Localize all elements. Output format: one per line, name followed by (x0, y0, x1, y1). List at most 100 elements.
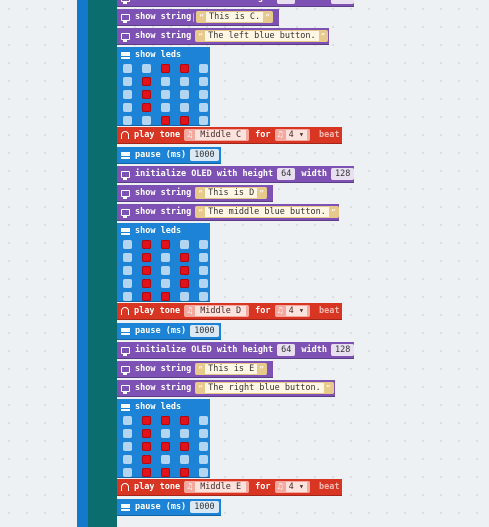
led-cell[interactable] (123, 90, 132, 99)
led-cell[interactable] (123, 116, 132, 125)
led-cell[interactable] (123, 429, 132, 438)
led-cell[interactable] (142, 240, 151, 249)
led-cell[interactable] (142, 455, 151, 464)
led-cell[interactable] (199, 455, 208, 464)
string-input[interactable]: “This is C.” (196, 11, 273, 23)
height-input[interactable]: 64 (277, 344, 296, 356)
led-cell[interactable] (123, 442, 132, 451)
led-cell[interactable] (161, 468, 170, 477)
show-string-block[interactable]: show string“This is D” (117, 185, 273, 202)
pause-input[interactable]: 1000 (190, 325, 219, 337)
pause-input[interactable]: 1000 (190, 501, 219, 513)
led-cell[interactable] (161, 292, 170, 301)
led-cell[interactable] (199, 116, 208, 125)
led-cell[interactable] (180, 77, 189, 86)
led-cell[interactable] (199, 240, 208, 249)
led-cell[interactable] (123, 455, 132, 464)
beat-dropdown[interactable]: ♫4 ▾ (274, 305, 310, 317)
string-input[interactable]: “This is E” (195, 363, 268, 375)
led-cell[interactable] (199, 292, 208, 301)
led-cell[interactable] (123, 416, 132, 425)
led-cell[interactable] (142, 64, 151, 73)
led-cell[interactable] (180, 64, 189, 73)
string-input[interactable]: “The left blue button.” (195, 30, 329, 42)
pause-block[interactable]: pause (ms)1000 (117, 499, 221, 516)
led-cell[interactable] (123, 77, 132, 86)
led-cell[interactable] (142, 77, 151, 86)
string-input[interactable]: “The middle blue button.” (195, 206, 339, 218)
led-cell[interactable] (123, 103, 132, 112)
led-cell[interactable] (180, 103, 189, 112)
led-cell[interactable] (123, 468, 132, 477)
led-cell[interactable] (142, 442, 151, 451)
led-cell[interactable] (199, 266, 208, 275)
led-cell[interactable] (199, 64, 208, 73)
led-cell[interactable] (180, 292, 189, 301)
beat-dropdown[interactable]: ♫4 ▾ (274, 481, 310, 493)
led-cell[interactable] (161, 103, 170, 112)
pause-input[interactable]: 1000 (190, 149, 219, 161)
string-input[interactable]: “This is D” (195, 187, 268, 199)
led-cell[interactable] (161, 442, 170, 451)
show-string-block[interactable]: show string“This is E” (117, 361, 273, 378)
led-cell[interactable] (161, 240, 170, 249)
led-cell[interactable] (199, 279, 208, 288)
note-dropdown[interactable]: ♫Middle E (184, 481, 250, 493)
led-cell[interactable] (199, 429, 208, 438)
led-cell[interactable] (142, 266, 151, 275)
beat-dropdown[interactable]: ♫4 ▾ (274, 129, 310, 141)
led-cell[interactable] (161, 279, 170, 288)
led-cell[interactable] (180, 90, 189, 99)
led-cell[interactable] (180, 240, 189, 249)
led-cell[interactable] (123, 240, 132, 249)
led-cell[interactable] (142, 253, 151, 262)
led-cell[interactable] (199, 90, 208, 99)
led-cell[interactable] (180, 253, 189, 262)
pause-block[interactable]: pause (ms)1000 (117, 323, 221, 340)
show-string-block[interactable]: show string“The left blue button.” (117, 28, 329, 45)
led-cell[interactable] (180, 455, 189, 464)
show-string-block[interactable]: show string“The middle blue button.” (117, 204, 339, 221)
led-cell[interactable] (161, 416, 170, 425)
led-cell[interactable] (161, 77, 170, 86)
led-cell[interactable] (199, 468, 208, 477)
led-cell[interactable] (142, 103, 151, 112)
show-string-block[interactable]: show string“This is C.” (117, 9, 279, 26)
led-cell[interactable] (180, 442, 189, 451)
led-cell[interactable] (180, 429, 189, 438)
string-input[interactable]: “The right blue button.” (195, 382, 334, 394)
event-block-rail[interactable] (77, 0, 88, 527)
show-string-block[interactable]: show string“The right blue button.” (117, 380, 335, 397)
led-cell[interactable] (161, 253, 170, 262)
led-cell[interactable] (142, 116, 151, 125)
led-cell[interactable] (142, 292, 151, 301)
led-cell[interactable] (142, 90, 151, 99)
led-cell[interactable] (180, 416, 189, 425)
led-cell[interactable] (161, 90, 170, 99)
led-cell[interactable] (123, 292, 132, 301)
pause-block[interactable]: pause (ms)1000 (117, 147, 221, 164)
led-cell[interactable] (142, 468, 151, 477)
led-cell[interactable] (161, 429, 170, 438)
led-cell[interactable] (161, 64, 170, 73)
led-cell[interactable] (180, 266, 189, 275)
led-cell[interactable] (161, 266, 170, 275)
height-input[interactable]: 64 (277, 0, 296, 4)
led-cell[interactable] (180, 468, 189, 477)
show-leds-block[interactable]: show leds (117, 47, 210, 126)
led-cell[interactable] (180, 116, 189, 125)
led-cell[interactable] (199, 103, 208, 112)
width-input[interactable]: 128 (331, 344, 355, 356)
show-leds-block[interactable]: show leds (117, 223, 210, 302)
note-dropdown[interactable]: ♫Middle C (184, 129, 250, 141)
led-cell[interactable] (142, 279, 151, 288)
note-dropdown[interactable]: ♫Middle D (184, 305, 250, 317)
led-cell[interactable] (123, 64, 132, 73)
